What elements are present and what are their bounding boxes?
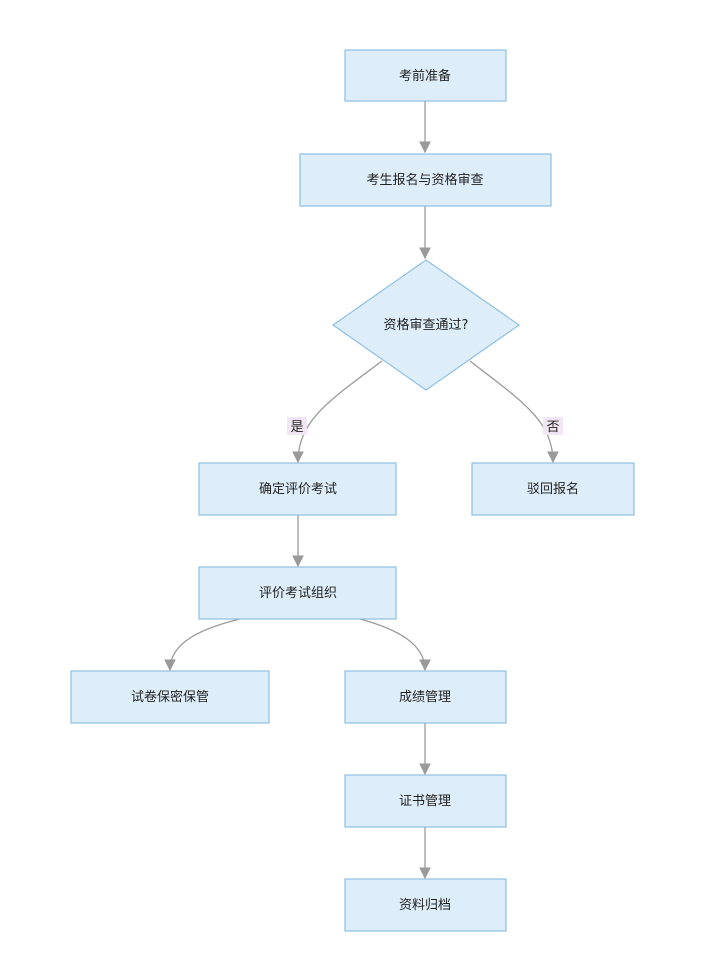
node-reject-label: 驳回报名 (527, 481, 579, 497)
node-reject (471, 462, 635, 516)
node-organize (198, 566, 397, 620)
edge-organize-paper (164, 618, 241, 672)
node-confirm-label: 确定评价考试 (259, 482, 337, 497)
edge-decision-reject (469, 360, 559, 464)
edge-label-no: 否 (543, 417, 563, 435)
node-register-label: 考生报名与资格审查 (366, 172, 483, 188)
node-archive (344, 878, 507, 932)
edge-label-no-text: 否 (546, 420, 559, 435)
node-paper (70, 670, 270, 724)
edge-label-yes: 是 (287, 417, 307, 435)
edge-label-yes-text: 是 (290, 420, 303, 435)
node-prep (344, 49, 507, 102)
node-cert-label: 证书管理 (399, 794, 451, 809)
node-confirm (198, 462, 397, 516)
node-decision-label: 资格审查通过? (384, 317, 469, 333)
node-score (344, 670, 507, 724)
node-decision (331, 259, 521, 391)
edge-organize-score (359, 618, 431, 672)
node-archive-label: 资料归档 (399, 898, 451, 913)
node-organize-label: 评价考试组织 (259, 586, 337, 601)
node-score-label: 成绩管理 (399, 690, 451, 705)
node-prep-label: 考前准备 (399, 68, 451, 84)
edge-decision-confirm (292, 360, 383, 464)
node-cert (344, 774, 507, 828)
node-register (299, 153, 552, 207)
node-paper-label: 试卷保密保管 (131, 689, 209, 705)
